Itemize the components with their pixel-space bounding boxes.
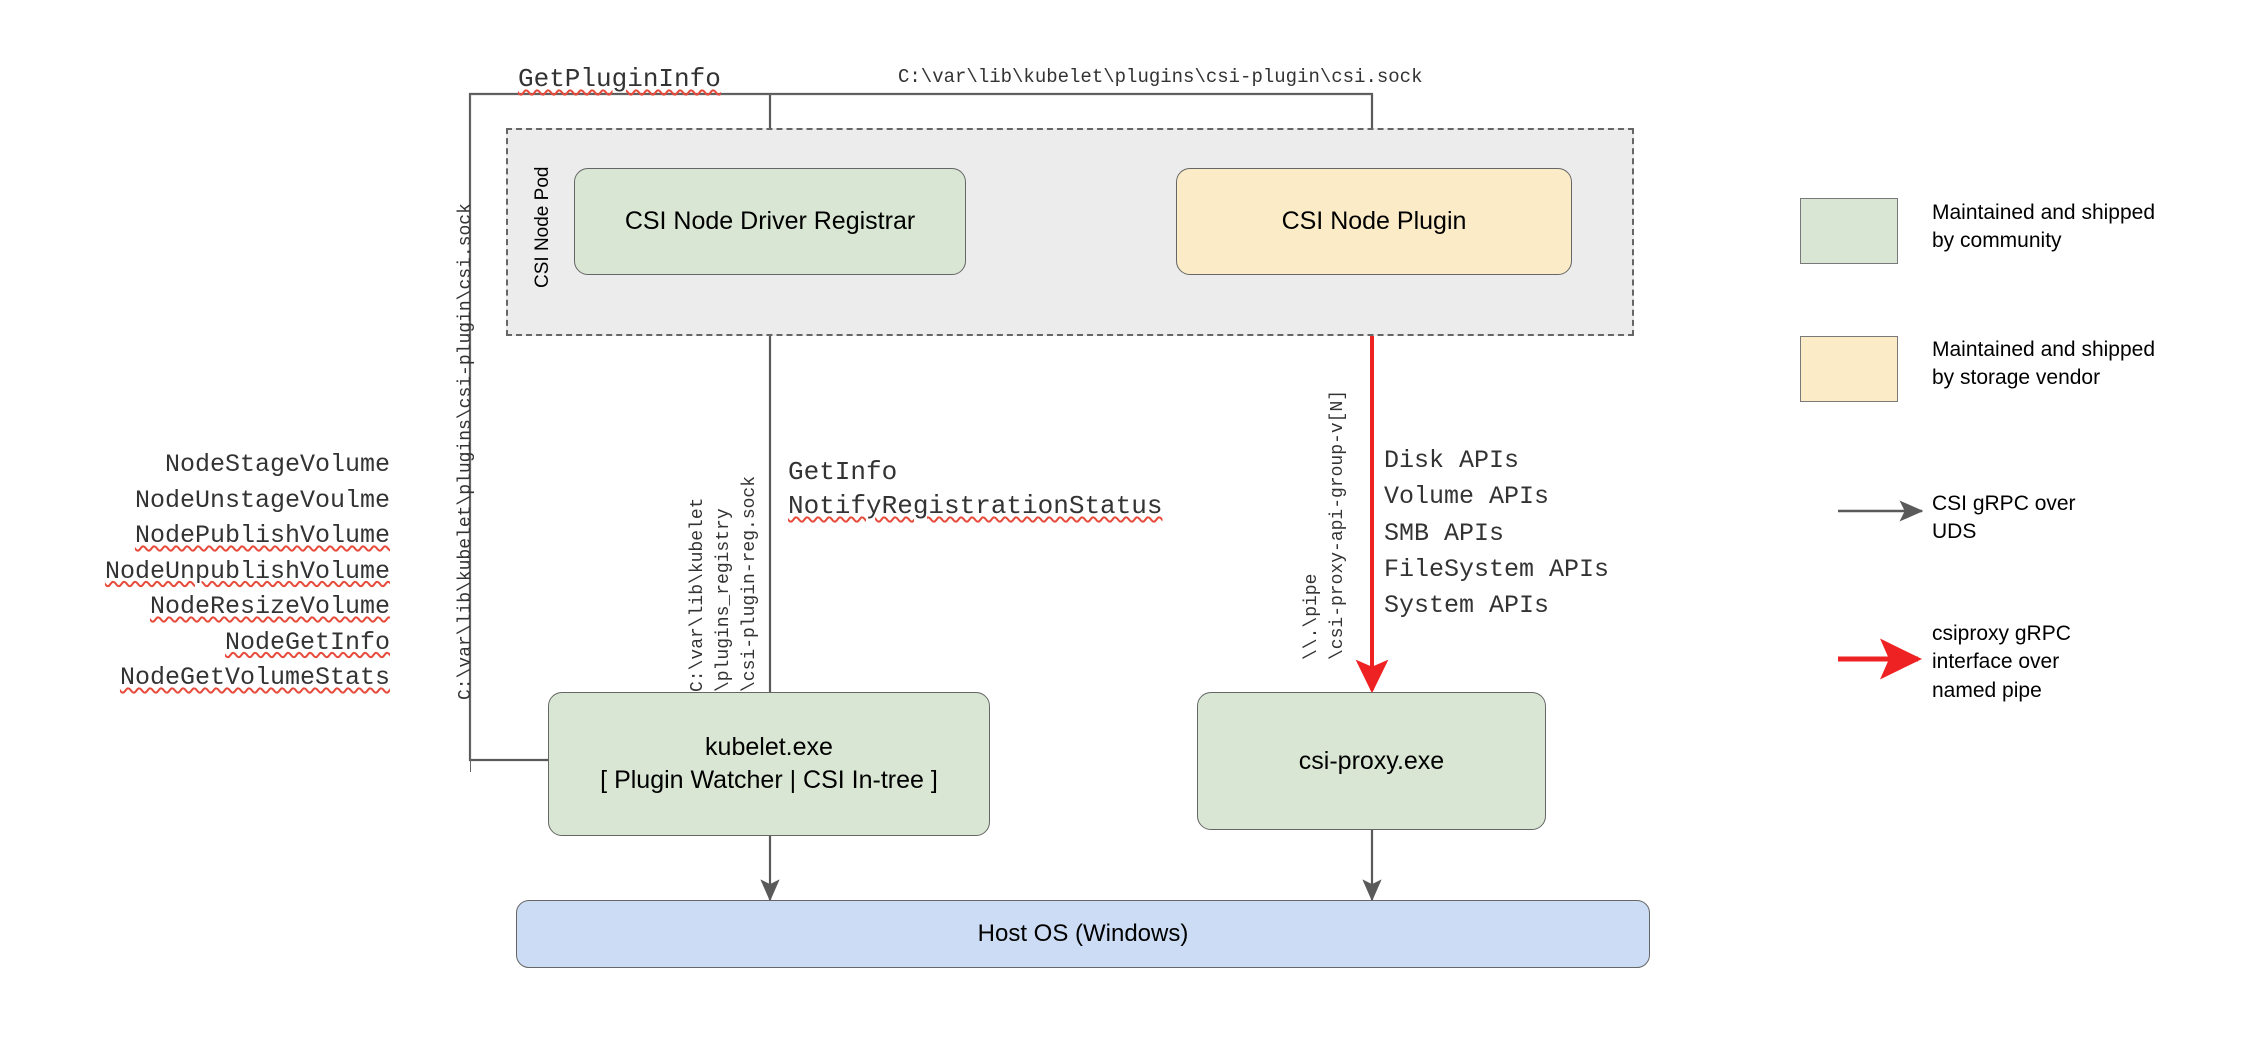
legend-swatch-community	[1800, 198, 1898, 264]
label-reg-sock-path-line3: \csi-plugin-reg.sock	[740, 475, 760, 692]
legend-label-csiproxy-grpc-named-pipe: csiproxy gRPC interface over named pipe	[1932, 622, 2071, 702]
label-get-info: GetInfo	[788, 457, 898, 487]
api-list-item: NodeResizeVolume	[149, 592, 390, 621]
csi-node-driver-registrar-box[interactable]: CSI Node Driver Registrar	[574, 168, 966, 275]
api-list-item: NodePublishVolume	[134, 521, 390, 550]
node-boundary-rect	[470, 94, 1372, 772]
api-list-item: Volume APIs	[1384, 482, 1550, 512]
legend-label-csi-grpc-uds: CSI gRPC over UDS	[1932, 492, 2076, 544]
api-list-item: NodeStageVolume	[164, 450, 390, 479]
api-list-item: NodeGetInfo	[224, 627, 390, 657]
label-named-pipe-line1: \\.\pipe	[1302, 573, 1322, 660]
label-notify-registration-status: NotifyRegistrationStatus	[788, 491, 1163, 521]
csi-proxy-exe-box[interactable]: csi-proxy.exe	[1197, 692, 1546, 830]
label-reg-sock-path-line2: \plugins_registry	[714, 508, 734, 692]
api-list-item: System APIs	[1384, 591, 1550, 620]
legend-label-community: Maintained and shipped by community	[1932, 201, 2156, 253]
csi-proxy-api-list: Disk APIs Volume APIs SMB APIs FileSyste…	[1384, 443, 1609, 624]
legend-label-storage-vendor: Maintained and shipped by storage vendor	[1932, 338, 2156, 390]
node-boundary-rect-top	[470, 94, 1372, 95]
kubelet-exe-box[interactable]: kubelet.exe [ Plugin Watcher | CSI In-tr…	[548, 692, 990, 836]
label-csi-sock-path-left: C:\var\lib\kubelet\plugins\csi-plugin\cs…	[456, 203, 476, 700]
label-get-plugin-info: GetPluginInfo	[518, 64, 721, 94]
label-csi-sock-path-top: C:\var\lib\kubelet\plugins\csi-plugin\cs…	[898, 66, 1423, 88]
api-list-item: SMB APIs	[1384, 518, 1505, 548]
host-os-box[interactable]: Host OS (Windows)	[516, 900, 1650, 968]
csi-node-api-list: NodeStageVolume NodeUnstageVoulme NodePu…	[100, 447, 390, 696]
legend-swatch-storage-vendor	[1800, 336, 1898, 402]
label-named-pipe-line2: \csi-proxy-api-group-v[N]	[1328, 389, 1348, 660]
api-list-item: NodeUnstageVoulme	[134, 485, 390, 515]
api-list-item: Disk APIs	[1384, 446, 1520, 475]
api-list-item: NodeUnpublishVolume	[104, 556, 390, 586]
label-reg-sock-path-line1: C:\var\lib\kubelet	[688, 497, 708, 692]
api-list-item: FileSystem APIs	[1384, 554, 1610, 584]
csi-node-plugin-box[interactable]: CSI Node Plugin	[1176, 168, 1572, 275]
csi-node-pod-label: CSI Node Pod	[532, 166, 553, 288]
api-list-item: NodeGetVolumeStats	[119, 663, 390, 692]
